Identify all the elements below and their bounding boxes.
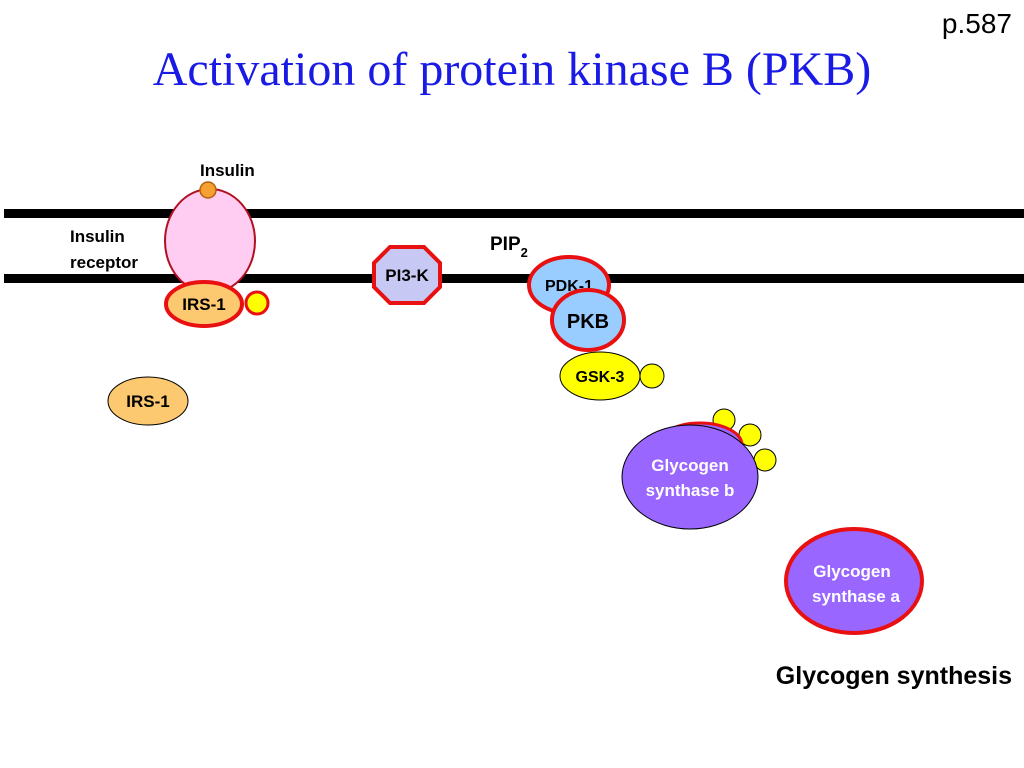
gsa-label-line1: Glycogen <box>813 562 890 581</box>
pi3k-label: PI3-K <box>385 266 429 285</box>
gsk3-phosphate <box>639 363 665 389</box>
glycogen-synthase-b <box>621 424 759 530</box>
irs1-phosphate <box>244 290 270 316</box>
insulin-ligand <box>199 181 217 199</box>
gsb-label-line2: synthase b <box>646 481 735 500</box>
irs1-free <box>107 376 189 426</box>
membrane-inner-line <box>4 274 1024 283</box>
pkb <box>550 288 626 352</box>
irs1-bound <box>164 280 244 328</box>
pip2-subscript: 2 <box>521 245 528 260</box>
pip2-label: PIP2 <box>490 234 528 260</box>
gsk3-label: GSK-3 <box>576 369 625 386</box>
insulin-receptor <box>164 188 256 294</box>
insulin-receptor-label-line1: Insulin <box>70 227 125 246</box>
page-number: p.587 <box>941 8 1012 39</box>
insulin-label: Insulin <box>200 161 255 180</box>
gsa-label-line2: synthase a <box>812 587 900 606</box>
gsb-label-line1: Glycogen <box>651 456 728 475</box>
pkb-label: PKB <box>567 311 609 333</box>
pi3k-octagon <box>372 245 442 305</box>
pip2-base: PIP <box>490 234 521 255</box>
irs1-bound-label: IRS-1 <box>182 295 225 314</box>
irs1-free-label: IRS-1 <box>126 392 169 411</box>
insulin-receptor-label-line2: receptor <box>70 253 138 272</box>
glycogen-synthesis-label: Glycogen synthesis <box>776 662 1012 690</box>
glycogen-synthase-a <box>784 527 924 635</box>
membrane-outer-line <box>4 209 1024 218</box>
slide-title: Activation of protein kinase B (PKB) <box>152 43 872 96</box>
